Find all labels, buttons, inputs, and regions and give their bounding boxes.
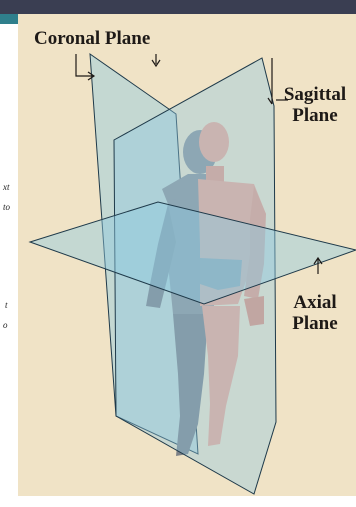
sagittal-label-line1: Sagittal — [276, 84, 354, 105]
axial-plane-label: Axial Plane — [280, 292, 350, 334]
axial-label-line1: Axial — [280, 292, 350, 313]
accent-strip — [0, 14, 18, 24]
axial-label-line2: Plane — [280, 313, 350, 334]
side-text-fragment: xt — [3, 182, 10, 193]
coronal-plane-label: Coronal Plane — [34, 28, 150, 49]
left-slide-panel: xt to t o — [0, 24, 18, 507]
side-text-fragment: o — [3, 320, 8, 331]
sagittal-label-line2: Plane — [276, 105, 354, 126]
side-text-fragment: t — [5, 300, 8, 311]
axial-plane — [30, 202, 356, 304]
sagittal-plane-label: Sagittal Plane — [276, 84, 354, 126]
top-header-bar — [0, 0, 356, 14]
side-text-fragment: to — [3, 202, 10, 213]
anatomical-planes-illustration: Coronal Plane Sagittal Plane Axial Plane — [18, 14, 356, 496]
